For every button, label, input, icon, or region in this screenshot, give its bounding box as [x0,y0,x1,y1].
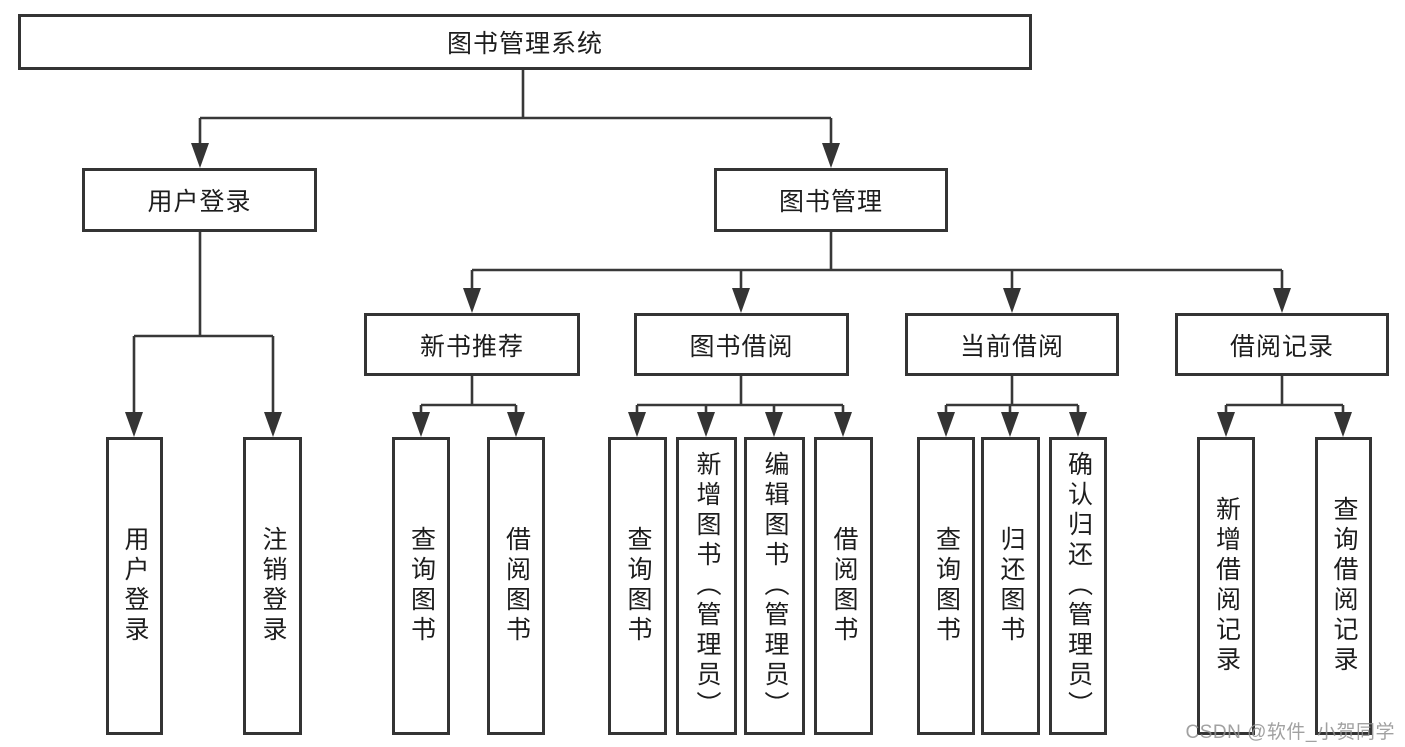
node-new-book-recommend-label: 新书推荐 [419,332,524,361]
leaf-query-books-recommend-label: 查询图书 [407,526,436,646]
leaf-borrow-books-borrowing-label: 借阅图书 [830,526,858,646]
leaf-return-books-label: 归还图书 [997,526,1025,646]
leaf-add-borrow-record: 新增借阅记录 [1197,437,1255,735]
leaf-query-books-current: 查询图书 [917,437,975,735]
node-book-borrowing: 图书借阅 [634,313,849,376]
leaf-borrow-books-recommend: 借阅图书 [487,437,545,735]
node-user-login-label: 用户登录 [147,188,252,216]
node-current-borrowing-label: 当前借阅 [959,332,1064,361]
leaf-user-login: 用户登录 [106,437,163,735]
csdn-watermark: CSDN @软件_小贺同学 [1185,722,1395,743]
node-book-management: 图书管理 [714,168,948,232]
node-borrowing-records-label: 借阅记录 [1229,332,1334,361]
leaf-borrow-books-borrowing: 借阅图书 [814,437,873,735]
leaf-query-borrow-record: 查询借阅记录 [1315,437,1372,735]
node-current-borrowing: 当前借阅 [905,313,1119,376]
leaf-query-books-borrowing-label: 查询图书 [624,526,652,646]
node-borrowing-records: 借阅记录 [1175,313,1389,376]
leaf-confirm-return-admin: 确认归还（管理员） [1049,437,1107,735]
node-book-borrowing-label: 图书借阅 [689,332,794,361]
leaf-add-borrow-record-label: 新增借阅记录 [1212,496,1241,676]
node-library-system-label: 图书管理系统 [446,30,603,58]
leaf-query-books-borrowing: 查询图书 [608,437,667,735]
leaf-confirm-return-admin-label: 确认归还（管理员） [1064,451,1093,721]
node-new-book-recommend: 新书推荐 [364,313,580,376]
node-user-login: 用户登录 [82,168,317,232]
leaf-add-books-admin-label: 新增图书（管理员） [693,451,721,721]
node-library-system: 图书管理系统 [18,14,1032,70]
leaf-return-books: 归还图书 [981,437,1040,735]
leaf-query-books-current-label: 查询图书 [932,526,961,646]
leaf-query-books-recommend: 查询图书 [392,437,450,735]
leaf-edit-books-admin-label: 编辑图书（管理员） [761,451,789,721]
leaf-add-books-admin: 新增图书（管理员） [676,437,737,735]
leaf-logout: 注销登录 [243,437,302,735]
arrowheads [125,143,1352,437]
leaf-logout-label: 注销登录 [259,526,287,646]
leaf-borrow-books-recommend-label: 借阅图书 [502,526,531,646]
leaf-user-login-label: 用户登录 [121,526,149,646]
leaf-edit-books-admin: 编辑图书（管理员） [744,437,805,735]
node-book-management-label: 图书管理 [778,188,883,216]
leaf-query-borrow-record-label: 查询借阅记录 [1330,496,1358,676]
